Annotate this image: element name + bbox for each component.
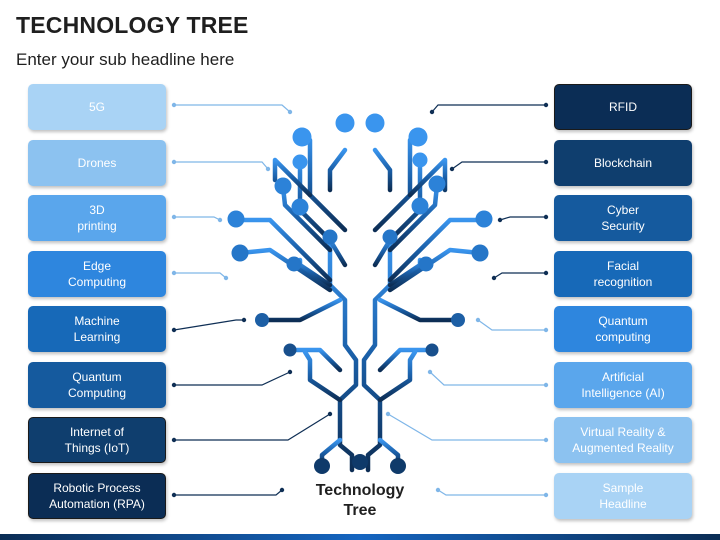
tree-node-24 [352, 454, 368, 470]
right-connector-dot-8-2 [435, 487, 441, 493]
left-connector-dot-7-2 [327, 411, 333, 417]
tree-node-18 [418, 256, 434, 272]
tree-node-7 [274, 177, 292, 195]
tree-node-1 [335, 113, 355, 133]
left-connector-dot-6-2 [287, 369, 293, 375]
tree-node-16 [471, 244, 489, 262]
tree-nodes [227, 113, 493, 474]
right-connector-1 [431, 104, 546, 113]
right-connector-4 [493, 272, 546, 279]
left-item-2: Drones [28, 139, 166, 186]
tree-node-4 [408, 127, 428, 147]
right-item-8: Sample Headline [554, 472, 692, 519]
tree-node-5 [292, 154, 308, 170]
right-item-4: Facial recognition [554, 250, 692, 297]
right-connector-dot-4-2 [491, 275, 497, 281]
left-connector-dot-3-2 [217, 217, 223, 223]
right-connector-dot-5-1 [543, 327, 549, 333]
right-connector-8 [437, 489, 546, 496]
left-connector-7 [174, 413, 331, 441]
tree-node-6 [412, 152, 428, 168]
right-connector-dot-3-1 [543, 214, 549, 220]
left-connector-dot-5-2 [241, 317, 247, 323]
tree-branches [233, 122, 487, 473]
tree-node-15 [231, 244, 249, 262]
left-item-8: Robotic Process Automation (RPA) [28, 472, 166, 519]
right-connector-dot-4-1 [543, 270, 549, 276]
left-connector-6 [174, 371, 291, 386]
left-connector-8 [174, 489, 283, 496]
tree-node-20 [451, 313, 465, 327]
right-connector-5 [477, 319, 546, 331]
tree-node-19 [255, 313, 269, 327]
tree-node-25 [390, 458, 406, 474]
left-connector-dot-4-1 [171, 270, 177, 276]
tree-node-10 [411, 197, 429, 215]
left-item-5: Machine Learning [28, 306, 166, 352]
left-item-6: Quantum Computing [28, 361, 166, 408]
tree-node-9 [291, 198, 309, 216]
right-connector-dot-6-2 [427, 369, 433, 375]
page-subtitle: Enter your sub headline here [16, 50, 235, 69]
tree-node-8 [428, 175, 446, 193]
right-item-2: Blockchain [554, 139, 692, 186]
right-connector-dot-3-2 [497, 217, 503, 223]
left-item-7: Internet of Things (IoT) [28, 417, 166, 463]
tree-node-2 [365, 113, 385, 133]
left-item-4: Edge Computing [28, 250, 166, 297]
tree-node-3 [292, 127, 312, 147]
tree-node-13 [322, 229, 338, 245]
connector-lines [171, 102, 549, 498]
right-connector-6 [429, 371, 546, 386]
left-connector-2 [174, 161, 269, 170]
tree-node-12 [475, 210, 493, 228]
right-item-1: RFID [554, 84, 692, 130]
left-item-1: 5G [28, 84, 166, 130]
right-connector-dot-6-1 [543, 382, 549, 388]
left-connector-1 [174, 104, 291, 113]
right-connector-dot-2-2 [449, 166, 455, 172]
left-connector-dot-2-1 [171, 159, 177, 165]
bottom-accent-bar [0, 534, 720, 540]
right-item-3: Cyber Security [554, 195, 692, 241]
left-connector-dot-2-2 [265, 166, 271, 172]
right-item-6: Artificial Intelligence (AI) [554, 361, 692, 408]
right-connector-3 [499, 216, 546, 221]
left-connector-dot-1-2 [287, 109, 293, 115]
right-item-7: Virtual Reality & Augmented Reality [554, 417, 692, 463]
right-connector-dot-2-1 [543, 159, 549, 165]
left-item-3: 3D printing [28, 195, 166, 241]
right-connector-dot-7-2 [385, 411, 391, 417]
left-connector-dot-6-1 [171, 382, 177, 388]
right-connector-dot-8-1 [543, 492, 549, 498]
right-connector-dot-1-1 [543, 102, 549, 108]
tree-node-21 [283, 343, 297, 357]
tree-node-23 [314, 458, 330, 474]
tree-center-label: Technology Tree [315, 482, 405, 519]
left-connector-dot-3-1 [171, 214, 177, 220]
tree-node-11 [227, 210, 245, 228]
tree-node-22 [425, 343, 439, 357]
left-connector-3 [174, 216, 221, 221]
left-connector-dot-8-1 [171, 492, 177, 498]
left-connector-dot-1-1 [171, 102, 177, 108]
left-connector-5 [173, 319, 244, 331]
left-connector-dot-5-1 [171, 327, 177, 333]
tree-node-17 [286, 256, 302, 272]
right-item-5: Quantum computing [554, 306, 692, 352]
tree-node-14 [382, 229, 398, 245]
left-connector-4 [174, 272, 227, 279]
right-connector-dot-1-2 [429, 109, 435, 115]
right-connector-dot-7-1 [543, 437, 549, 443]
right-connector-7 [387, 413, 546, 441]
left-connector-dot-8-2 [279, 487, 285, 493]
right-connector-2 [451, 161, 546, 170]
right-connector-dot-5-2 [475, 317, 481, 323]
left-connector-dot-7-1 [171, 437, 177, 443]
page-title: TECHNOLOGY TREE [16, 12, 249, 38]
left-connector-dot-4-2 [223, 275, 229, 281]
